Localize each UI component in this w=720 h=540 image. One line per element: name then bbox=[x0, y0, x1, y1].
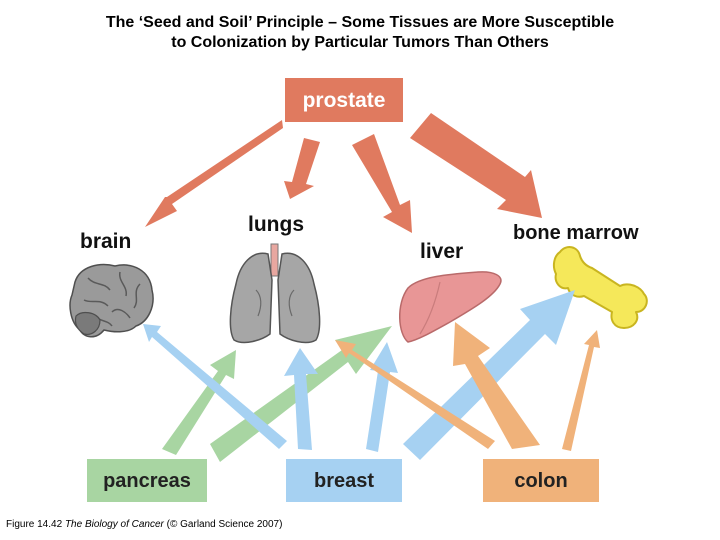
breast-box-bg bbox=[286, 459, 402, 502]
brain-label: brain bbox=[80, 230, 131, 253]
prostate-box-bg bbox=[285, 78, 403, 122]
prostate-arrows bbox=[145, 113, 542, 233]
arrow-colon-to-liver bbox=[453, 322, 540, 449]
caption-book-title: The Biology of Cancer bbox=[64, 519, 164, 530]
arrow-prostate-to-lungs bbox=[284, 138, 320, 199]
prostate-box: prostate bbox=[285, 78, 403, 122]
colon-arrows bbox=[335, 322, 600, 451]
arrow-prostate-to-liver bbox=[352, 134, 412, 233]
arrow-breast-to-liver bbox=[366, 342, 398, 452]
colon-box-bg bbox=[483, 459, 599, 502]
page-title: The ‘Seed and Soil’ Principle – Some Tis… bbox=[0, 13, 720, 53]
arrow-breast-to-brain bbox=[143, 324, 287, 449]
caption-credit: (© Garland Science 2007) bbox=[166, 519, 283, 530]
arrow-prostate-to-brain bbox=[145, 120, 283, 227]
lungs-label: lungs bbox=[248, 213, 304, 236]
title-line-1: The ‘Seed and Soil’ Principle – Some Tis… bbox=[105, 14, 615, 31]
brain-icon bbox=[69, 263, 154, 338]
liver-label: liver bbox=[420, 240, 463, 263]
breast-box: breast bbox=[286, 459, 402, 502]
arrow-prostate-to-bone-marrow bbox=[410, 113, 542, 218]
pancreas-box: pancreas bbox=[87, 459, 207, 502]
title-line-2: to Colonization by Particular Tumors Tha… bbox=[171, 34, 549, 51]
arrow-colon-to-lungs bbox=[335, 340, 495, 449]
pancreas-label: pancreas bbox=[103, 470, 191, 492]
pancreas-box-bg bbox=[87, 459, 207, 502]
arrow-colon-to-bone-marrow bbox=[562, 330, 600, 451]
prostate-label: prostate bbox=[303, 89, 386, 112]
bone-icon bbox=[552, 246, 648, 329]
breast-label: breast bbox=[314, 470, 374, 492]
colon-label: colon bbox=[514, 470, 567, 492]
caption-figure: Figure 14.42 bbox=[6, 519, 63, 530]
arrow-pancreas-to-lungs bbox=[162, 350, 236, 455]
liver-icon bbox=[399, 271, 502, 343]
arrow-breast-to-lungs bbox=[284, 348, 318, 450]
lungs-icon bbox=[229, 243, 321, 344]
colon-box: colon bbox=[483, 459, 599, 502]
bone-marrow-label: bone marrow bbox=[513, 222, 639, 244]
figure-caption: Figure 14.42 The Biology of Cancer (© Ga… bbox=[6, 519, 282, 530]
